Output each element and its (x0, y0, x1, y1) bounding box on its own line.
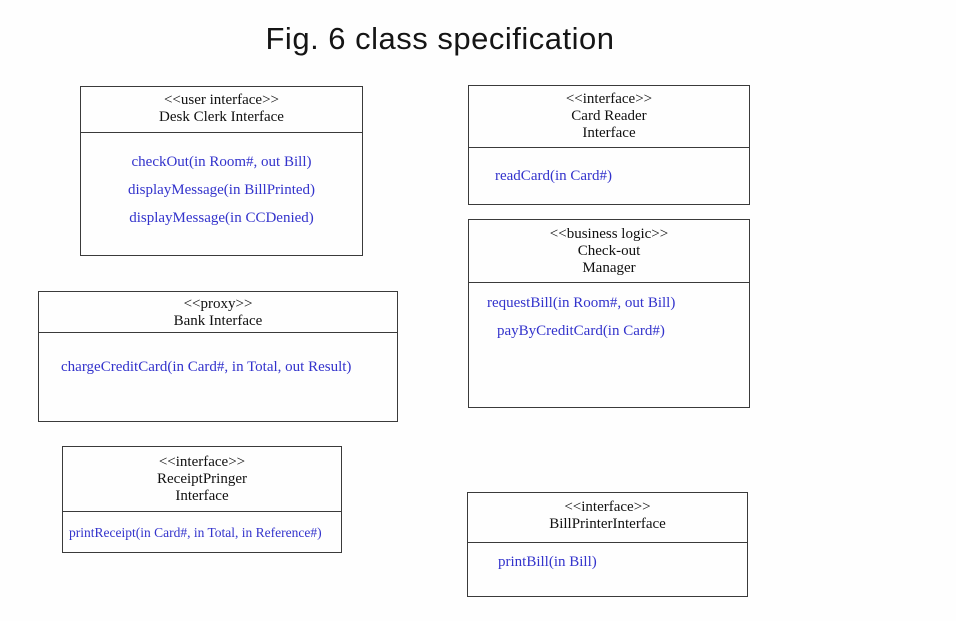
class-name: ReceiptPringer (157, 471, 247, 487)
class-box-checkout-manager: <<business logic>> Check-out Manager req… (468, 219, 750, 408)
class-methods: chargeCreditCard(in Card#, in Total, out… (39, 333, 397, 376)
method-read-card: readCard(in Card#) (495, 168, 613, 184)
class-name: Bank Interface (173, 313, 263, 329)
class-stereotype: <<user interface>> (163, 92, 280, 108)
class-box-desk-clerk-interface: <<user interface>> Desk Clerk Interface … (80, 86, 363, 256)
class-box-bank-interface: <<proxy>> Bank Interface chargeCreditCar… (38, 291, 398, 422)
class-box-card-reader-interface: <<interface>> Card Reader Interface read… (468, 85, 750, 205)
class-header: <<interface>> ReceiptPringer Interface (63, 447, 341, 512)
class-box-bill-printer-interface: <<interface>> BillPrinterInterface print… (467, 492, 748, 597)
class-name: Interface (175, 488, 229, 504)
class-header: <<proxy>> Bank Interface (39, 292, 397, 333)
method-print-bill: printBill(in Bill) (498, 554, 597, 570)
class-methods: requestBill(in Room#, out Bill) payByCre… (469, 283, 749, 340)
class-methods: checkOut(in Room#, out Bill) displayMess… (81, 133, 362, 227)
class-name: Check-out (577, 243, 641, 259)
class-name: Card Reader (571, 108, 647, 124)
class-methods: readCard(in Card#) (469, 148, 749, 185)
class-stereotype: <<interface>> (158, 454, 246, 470)
method-request-bill: requestBill(in Room#, out Bill) (487, 295, 676, 311)
class-header: <<interface>> BillPrinterInterface (468, 493, 747, 543)
method-pay-by-credit-card: payByCreditCard(in Card#) (497, 323, 665, 339)
class-methods: printReceipt(in Card#, in Total, in Refe… (63, 512, 341, 541)
class-header: <<interface>> Card Reader Interface (469, 86, 749, 148)
class-name: Manager (582, 260, 636, 276)
class-name: Desk Clerk Interface (159, 109, 284, 125)
class-stereotype: <<interface>> (564, 499, 651, 515)
class-header: <<business logic>> Check-out Manager (469, 220, 749, 283)
figure-title: Fig. 6 class specification (265, 21, 615, 56)
class-name: Interface (582, 125, 636, 141)
class-stereotype: <<interface>> (565, 91, 653, 107)
class-name: BillPrinterInterface (549, 516, 666, 532)
class-header: <<user interface>> Desk Clerk Interface (81, 87, 362, 133)
class-stereotype: <<proxy>> (183, 296, 253, 312)
class-box-receipt-printer-interface: <<interface>> ReceiptPringer Interface p… (62, 446, 342, 553)
method-display-message-billprinted: displayMessage(in BillPrinted) (127, 182, 316, 198)
method-checkout: checkOut(in Room#, out Bill) (131, 154, 312, 170)
method-display-message-ccdenied: displayMessage(in CCDenied) (129, 210, 314, 226)
class-stereotype: <<business logic>> (549, 226, 669, 242)
method-charge-credit-card: chargeCreditCard(in Card#, in Total, out… (61, 359, 352, 375)
class-methods: printBill(in Bill) (468, 543, 747, 571)
method-print-receipt: printReceipt(in Card#, in Total, in Refe… (69, 525, 322, 540)
